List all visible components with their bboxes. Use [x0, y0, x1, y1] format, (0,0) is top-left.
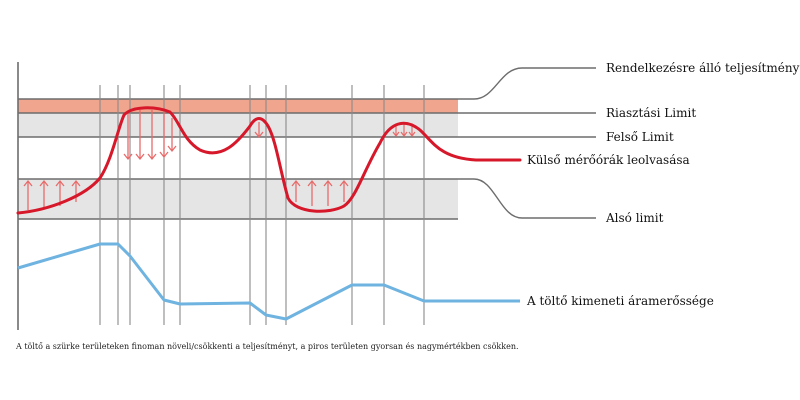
- decrease-arrows-third-peak: [392, 124, 416, 137]
- meter-reading-label: Külső mérőórák leolvasása: [527, 153, 690, 167]
- caption: A töltő a szürke területeken finoman növ…: [15, 342, 519, 351]
- meter-reading-curve: [16, 106, 522, 215]
- grey-zone-upper: [18, 113, 458, 137]
- red-zone: [18, 99, 458, 113]
- upper-limit-label: Felső Limit: [606, 130, 674, 144]
- available-power-label: Rendelkezésre álló teljesítmény: [606, 61, 800, 75]
- lower-limit-line: [18, 178, 596, 219]
- available-power-line: [18, 67, 596, 100]
- alarm-limit-label: Riasztási Limit: [606, 106, 696, 120]
- decrease-arrows-peak: [123, 110, 177, 161]
- increase-arrows-valley: [291, 179, 349, 206]
- limit-lines: [18, 67, 596, 220]
- lower-limit-label: Alsó limit: [605, 211, 664, 225]
- charger-current-label: A töltő kimeneti áramerőssége: [526, 294, 714, 308]
- decrease-arrow-second-peak: [254, 122, 264, 139]
- charger-current-curve: [17, 242, 520, 321]
- grey-zone-lower: [18, 179, 458, 219]
